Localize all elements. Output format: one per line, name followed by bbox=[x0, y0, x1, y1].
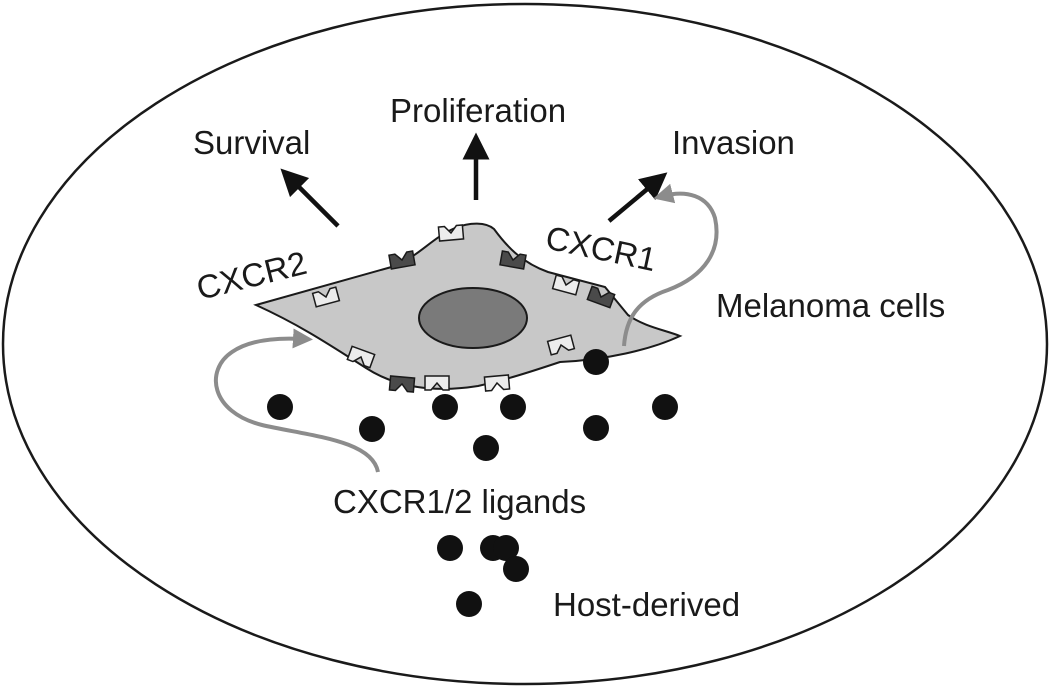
receptor-cxcr2-icon bbox=[346, 345, 376, 369]
receptor-cxcr1-icon bbox=[499, 250, 527, 270]
receptors bbox=[311, 224, 616, 393]
survival-arrow-icon bbox=[280, 168, 340, 228]
ligand-dot-icon bbox=[500, 394, 526, 420]
pathway-arrow-right-icon bbox=[622, 183, 719, 347]
label-ligands: CXCR1/2 ligands bbox=[333, 483, 586, 520]
invasion-arrow-icon bbox=[607, 172, 668, 223]
label-cxcr1: CXCR1 bbox=[543, 219, 660, 278]
receptor-cxcr1-icon bbox=[586, 285, 616, 309]
label-proliferation: Proliferation bbox=[390, 92, 566, 129]
receptor-cxcr2-icon bbox=[437, 224, 465, 242]
ligand-dot-icon bbox=[652, 394, 678, 420]
ligand-dot-icon bbox=[583, 349, 609, 375]
nucleus bbox=[418, 287, 528, 349]
receptor-cxcr2-icon bbox=[483, 374, 511, 392]
label-survival: Survival bbox=[193, 124, 310, 161]
receptor-cxcr1-icon bbox=[388, 250, 416, 270]
receptor-cxcr2-icon bbox=[551, 274, 581, 296]
ligand-dot-icon bbox=[583, 415, 609, 441]
ligand-dot-icon bbox=[432, 394, 458, 420]
ligands bbox=[267, 349, 678, 617]
pathway-arrow-left-icon bbox=[214, 328, 380, 473]
ligand-dot-icon bbox=[503, 556, 529, 582]
ligand-dot-icon bbox=[267, 394, 293, 420]
receptor-cxcr2-icon bbox=[546, 334, 576, 356]
ligand-dot-icon bbox=[473, 435, 499, 461]
receptor-cxcr2-icon bbox=[311, 286, 341, 308]
ligand-dot-icon bbox=[359, 416, 385, 442]
label-invasion: Invasion bbox=[672, 124, 795, 161]
label-host-derived: Host-derived bbox=[553, 586, 740, 623]
receptor-cxcr2-icon bbox=[424, 375, 450, 391]
ligand-dot-icon bbox=[437, 535, 463, 561]
receptor-cxcr1-icon bbox=[388, 375, 416, 393]
ligand-dot-icon bbox=[493, 535, 519, 561]
label-melanoma-cells: Melanoma cells bbox=[716, 287, 945, 324]
ligand-dot-icon bbox=[456, 591, 482, 617]
